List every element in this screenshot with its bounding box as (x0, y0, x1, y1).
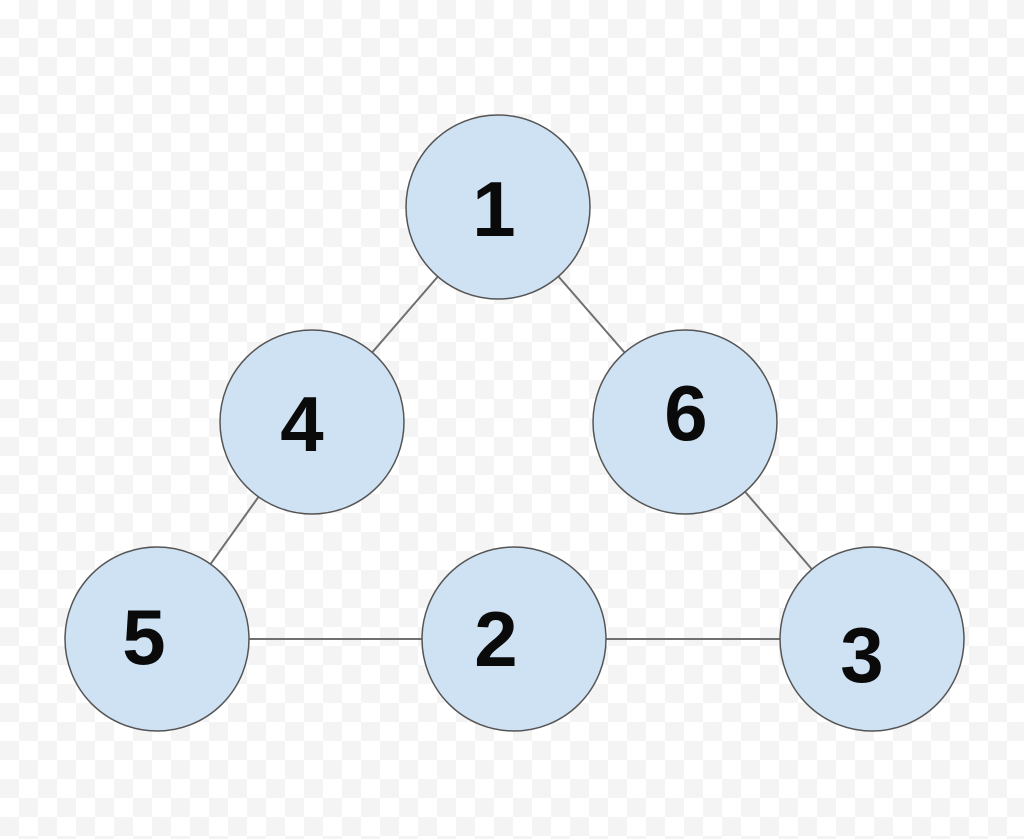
node-6: 6 (592, 329, 778, 515)
node-5: 5 (64, 546, 250, 732)
node-3: 3 (779, 546, 965, 732)
node-circle (779, 546, 965, 732)
node-label: 4 (280, 380, 323, 468)
node-circle (64, 546, 250, 732)
node-label: 5 (122, 593, 165, 681)
node-label: 6 (664, 369, 707, 457)
node-label: 2 (474, 595, 517, 683)
node-circle (421, 546, 607, 732)
nodes-layer: 1 4 6 5 2 3 (64, 114, 965, 732)
node-2: 2 (421, 546, 607, 732)
node-1: 1 (405, 114, 591, 300)
node-circle (405, 114, 591, 300)
node-label: 1 (472, 165, 515, 253)
node-circle (219, 329, 405, 515)
node-label: 3 (840, 611, 883, 699)
node-4: 4 (219, 329, 405, 515)
node-circle (592, 329, 778, 515)
